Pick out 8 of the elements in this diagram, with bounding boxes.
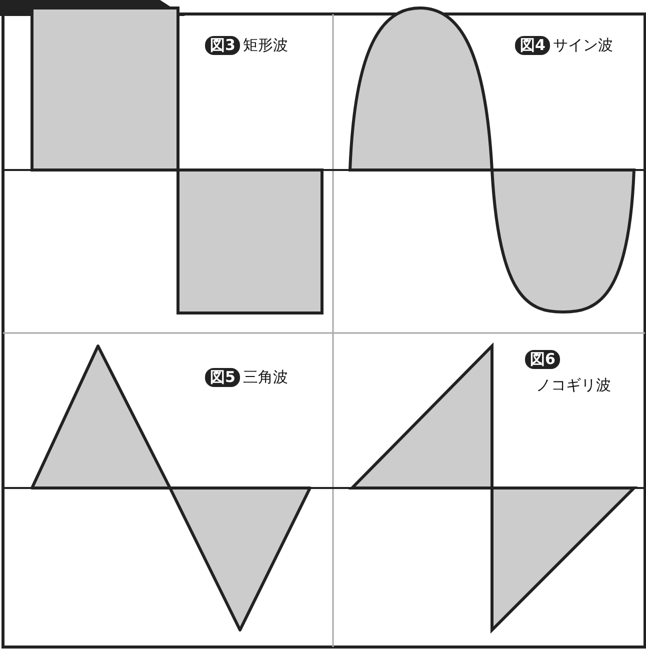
figure-number: 図6 — [525, 350, 560, 369]
waveform-name: サイン波 — [553, 36, 613, 55]
figure-number: 図4 — [515, 36, 550, 55]
waveform-name: 三角波 — [243, 368, 288, 387]
figure-number: 図5 — [205, 368, 240, 387]
waveform-name: 矩形波 — [243, 36, 288, 55]
figure-number: 図3 — [205, 36, 240, 55]
waveform-name: ノコギリ波 — [536, 376, 611, 395]
